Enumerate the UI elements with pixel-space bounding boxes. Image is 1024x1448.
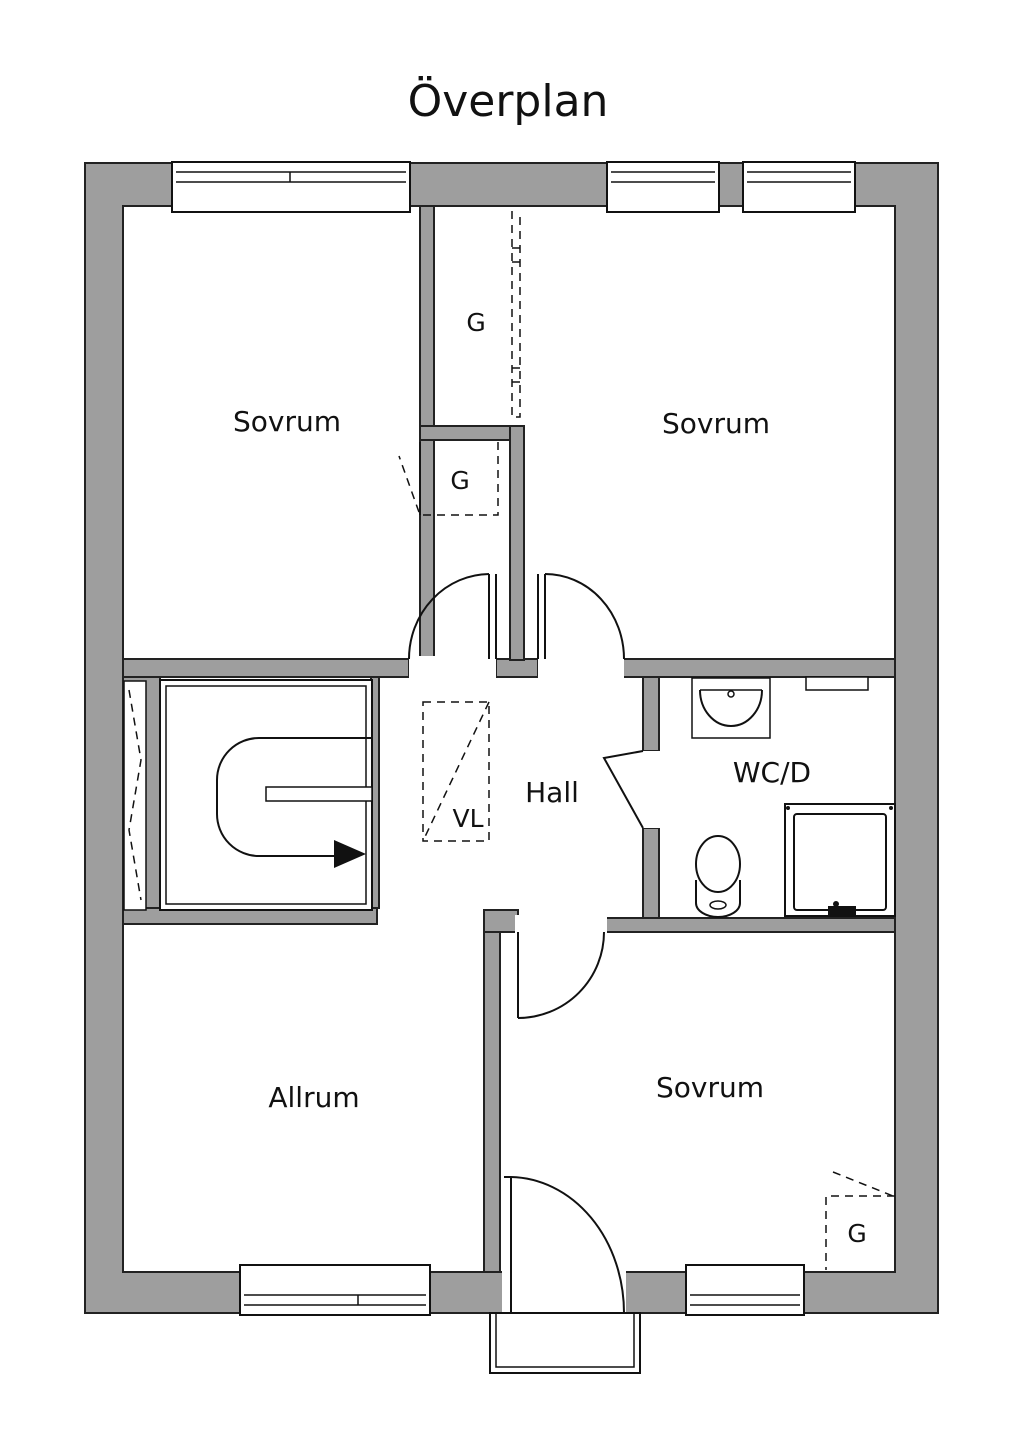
room-label-bedroom: Sovrum bbox=[656, 1071, 764, 1104]
closet-label: G bbox=[847, 1219, 866, 1248]
closet-label: G bbox=[450, 466, 469, 495]
room-label-hall: Hall bbox=[525, 776, 579, 809]
windows-top bbox=[171, 161, 856, 213]
closet-bottom-right: G bbox=[825, 1171, 895, 1270]
plan-title: Överplan bbox=[408, 75, 609, 127]
balcony bbox=[489, 1268, 641, 1374]
room-label-bedroom: Sovrum bbox=[233, 405, 341, 438]
closet-top-middle: G bbox=[466, 211, 521, 418]
toilet-icon bbox=[695, 835, 741, 893]
stair-arrow-icon bbox=[334, 840, 366, 868]
vl-label: VL bbox=[452, 804, 483, 833]
room-labels: Sovrum Sovrum Hall WC/D Allrum Sovrum bbox=[233, 405, 811, 1114]
stairs bbox=[159, 679, 373, 911]
room-label-bedroom: Sovrum bbox=[662, 407, 770, 440]
doors bbox=[408, 573, 662, 1314]
attic-hatch: VL bbox=[422, 701, 490, 842]
storage-strip bbox=[123, 680, 147, 911]
closet-label: G bbox=[466, 308, 485, 337]
shower-icon bbox=[784, 803, 896, 917]
wc-fixtures bbox=[691, 676, 896, 918]
room-label-family-room: Allrum bbox=[268, 1081, 359, 1114]
closet-top-left: G bbox=[398, 442, 499, 516]
room-label-wc: WC/D bbox=[733, 756, 811, 789]
sink-drain-icon bbox=[727, 690, 735, 698]
windows-bottom bbox=[239, 1264, 805, 1316]
